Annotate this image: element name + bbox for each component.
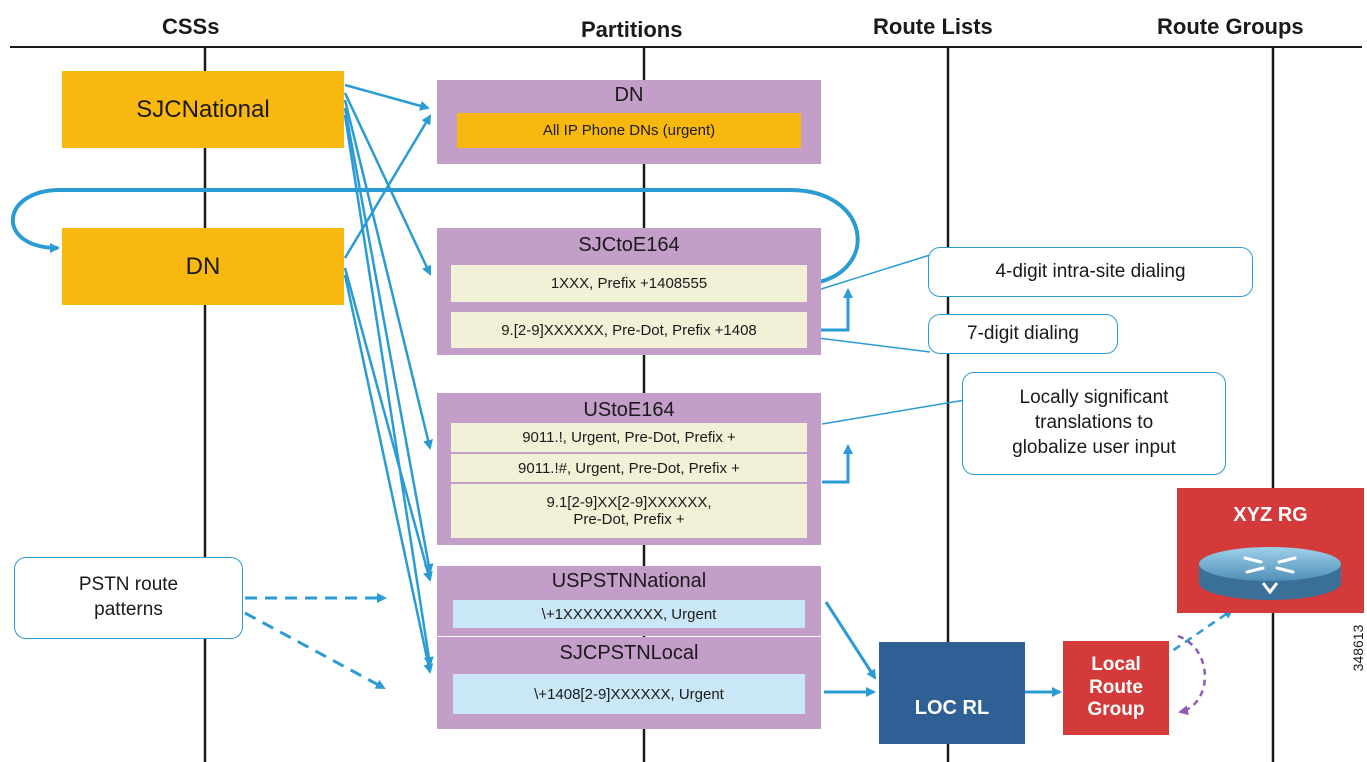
header-route-lists: Route Lists: [873, 14, 993, 39]
arrow-dncss-dn: [343, 114, 432, 259]
dashed-arrow-sjcpstn: [244, 611, 386, 690]
callout-7-digit: 7-digit dialing: [928, 314, 1118, 354]
partition-uspstnnational[interactable]: USPSTNNational \+1XXXXXXXXXX, Urgent: [437, 566, 821, 636]
partition-sjcpstnlocal[interactable]: SJCPSTNLocal \+1408[2-9]XXXXXX, Urgent: [437, 637, 821, 729]
partition-row-multiline: 9.1[2-9]XX[2-9]XXXXXX, Pre-Dot, Prefix +: [451, 484, 807, 538]
callout-intra-site: 4-digit intra-site dialing: [928, 247, 1253, 297]
partition-row: 9011.!, Urgent, Pre-Dot, Prefix +: [451, 423, 807, 452]
arrow-sjc-uspstn: [343, 107, 434, 574]
dashed-arrow-lrg-xyz: [1161, 608, 1234, 660]
partition-title: UStoE164: [583, 399, 675, 421]
callout-pointer-locally: [821, 399, 966, 425]
partition-title: USPSTNNational: [551, 570, 707, 592]
route-list-loc-rl[interactable]: LOC RL: [879, 642, 1025, 744]
arrow-sjc-dn: [344, 83, 430, 111]
loop-connector: [10, 188, 860, 285]
partition-row: 9011.!#, Urgent, Pre-Dot, Prefix +: [451, 454, 807, 482]
partition-title: SJCPSTNLocal: [559, 642, 699, 664]
arrow-sjc-sjcpstn: [343, 114, 434, 667]
arrow-sjc-ustoe164: [343, 99, 433, 450]
partition-row: 9.[2-9]XXXXXX, Pre-Dot, Prefix +1408: [451, 312, 807, 348]
callout-locally-significant: Locally significant translations to glob…: [962, 372, 1226, 475]
arrow-uspstn-rl: [824, 601, 877, 680]
elbow-arrow-ustoe164: [822, 444, 853, 484]
css-dn[interactable]: DN: [62, 228, 344, 305]
header-csss: CSSs: [162, 14, 220, 39]
arrow-dncss-sjcpstn: [343, 274, 434, 674]
arrow-sjc-sjctoe164: [343, 92, 432, 276]
lrg-line: Local: [1091, 653, 1141, 675]
partition-title: DN: [614, 84, 644, 106]
callout-line: Locally significant: [1019, 387, 1169, 409]
partition-row-line: Pre-Dot, Prefix +: [573, 511, 685, 528]
elbow-arrow-sjctoe164: [818, 288, 853, 332]
callout-line: globalize user input: [1012, 436, 1176, 458]
dashed-curve-purple: [1177, 634, 1207, 716]
partition-dn[interactable]: DN All IP Phone DNs (urgent): [437, 80, 821, 164]
lrg-line: Route: [1089, 676, 1143, 698]
router-icon: [1199, 547, 1341, 600]
partition-row: \+1XXXXXXXXXX, Urgent: [453, 600, 805, 628]
local-route-group[interactable]: Local Route Group: [1063, 641, 1169, 735]
partition-row-line: 9.1[2-9]XX[2-9]XXXXXX,: [546, 494, 712, 511]
partition-title: SJCtoE164: [578, 234, 680, 256]
xyz-rg-label: XYZ RG: [1233, 504, 1308, 526]
callout-line: PSTN route: [78, 574, 179, 596]
route-group-xyz-rg[interactable]: XYZ RG: [1177, 488, 1364, 613]
partition-row: All IP Phone DNs (urgent): [457, 113, 801, 148]
partition-ustoe164[interactable]: UStoE164 9011.!, Urgent, Pre-Dot, Prefix…: [437, 393, 821, 545]
partition-row: 1XXX, Prefix +1408555: [451, 265, 807, 302]
css-sjcnational[interactable]: SJCNational: [62, 71, 344, 148]
partition-sjctoe164[interactable]: SJCtoE164 1XXX, Prefix +1408555 9.[2-9]X…: [437, 228, 821, 355]
arrow-dncss-uspstn: [343, 267, 433, 582]
callout-pointer-7digit: [817, 337, 931, 353]
callout-pstn-patterns: PSTN route patterns: [14, 557, 243, 639]
lrg-line: Group: [1087, 699, 1145, 721]
callout-pointer-intra: [817, 254, 931, 291]
header-route-groups: Route Groups: [1157, 14, 1304, 39]
figure-id: 348613: [1350, 624, 1366, 672]
callout-line: patterns: [94, 599, 163, 620]
header-partitions: Partitions: [581, 17, 683, 42]
partition-row: \+1408[2-9]XXXXXX, Urgent: [453, 674, 805, 714]
callout-line: translations to: [1034, 412, 1154, 434]
